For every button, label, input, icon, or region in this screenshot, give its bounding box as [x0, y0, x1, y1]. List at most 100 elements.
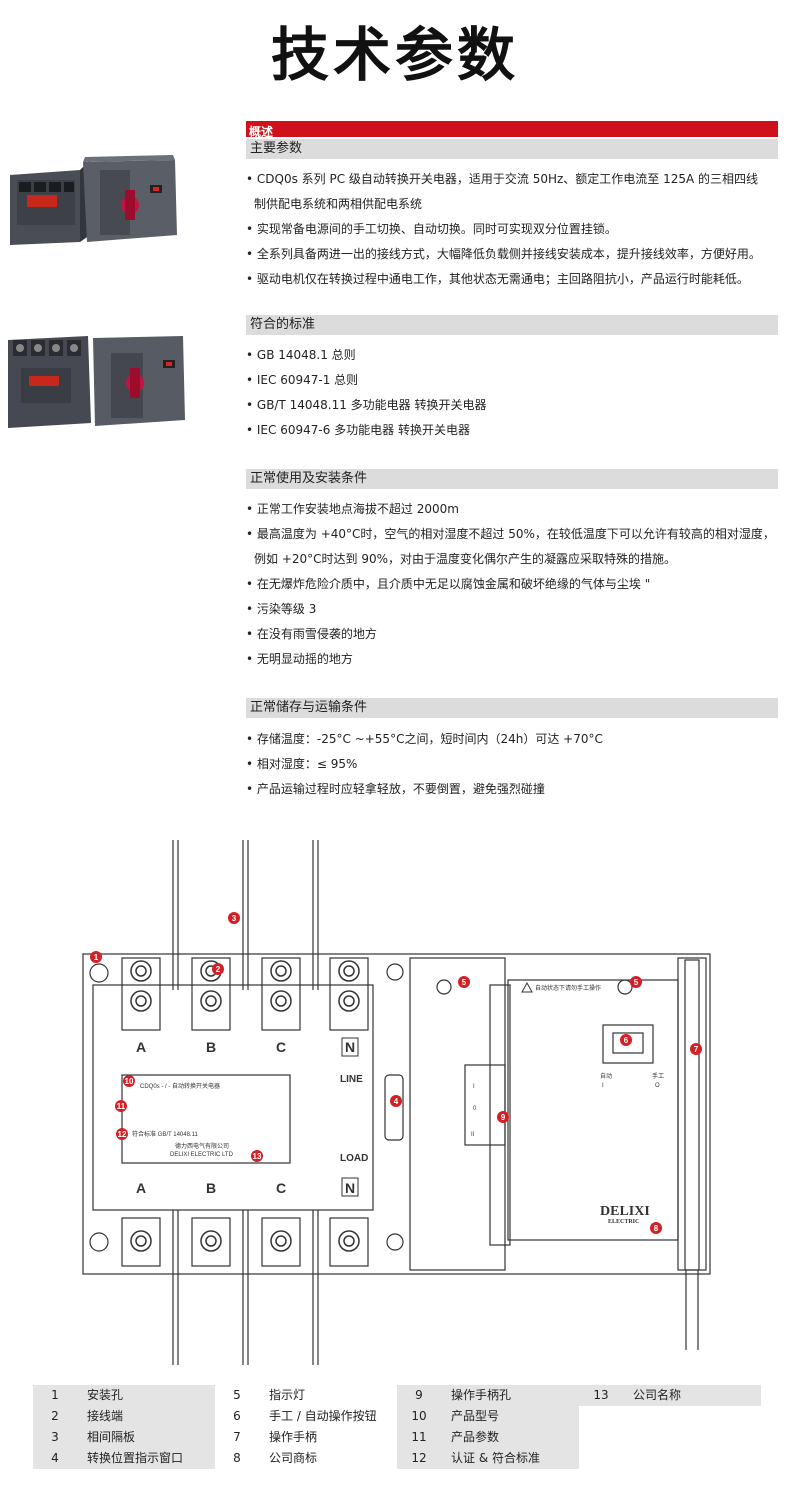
- list-item: • 相对湿度：≤ 95%: [246, 757, 358, 771]
- callout-6: 6: [624, 1036, 629, 1045]
- manual-label: 手工: [652, 1072, 664, 1080]
- list-item: 例如 +20°C时达到 90%，对由于温度变化偶尔产生的凝露应采取特殊的措施。: [254, 552, 677, 566]
- callout-8: 8: [654, 1224, 659, 1233]
- list-item: • 正常工作安装地点海拔不超过 2000m: [246, 502, 459, 516]
- legend-text: 接线端: [87, 1409, 124, 1423]
- legend-num: 2: [51, 1409, 59, 1423]
- phase-top-a: A: [136, 1039, 146, 1055]
- list-item: • 无明显动摇的地方: [246, 652, 353, 666]
- legend-num: 10: [411, 1409, 427, 1423]
- list-item: • IEC 60947-1 总则: [246, 373, 359, 387]
- legend-num: 4: [51, 1451, 59, 1465]
- phase-bottom-n: N: [345, 1180, 355, 1196]
- phase-bottom-a: A: [136, 1180, 146, 1196]
- callout-12: 12: [118, 1130, 127, 1139]
- section-usage-list: • 正常工作安装地点海拔不超过 2000m • 最高温度为 +40°C时，空气的…: [246, 497, 786, 672]
- legend-num: 12: [411, 1451, 427, 1465]
- legend-text: 认证 & 符合标准: [451, 1451, 540, 1465]
- callout-1: 1: [94, 953, 99, 962]
- manual-symbol: O: [655, 1083, 660, 1089]
- legend-text: 公司商标: [269, 1451, 318, 1465]
- product-photo-bottom: [8, 336, 185, 428]
- legend-num: 9: [415, 1388, 423, 1402]
- callout-3: 3: [232, 914, 237, 923]
- legend-row: 1 安装孔 5 指示灯 9 操作手柄孔 13 公司名称: [33, 1385, 761, 1406]
- section-heading-standards: 符合的标准: [246, 315, 778, 335]
- auto-symbol: I: [602, 1083, 604, 1089]
- auto-label: 自动: [600, 1072, 612, 1080]
- nameplate-standard: 符合标准 GB/T 14048.11: [132, 1130, 198, 1138]
- callout-5b: 5: [634, 978, 639, 987]
- list-item: • 在没有雨雪侵袭的地方: [246, 627, 377, 641]
- legend-text: 手工 / 自动操作按钮: [269, 1409, 377, 1423]
- section-standards-list: • GB 14048.1 总则 • IEC 60947-1 总则 • GB/T …: [246, 343, 786, 443]
- phase-top-b: B: [206, 1039, 216, 1055]
- legend-num: 3: [51, 1430, 59, 1444]
- overview-bar: 概述: [246, 121, 778, 139]
- legend-text: 指示灯: [269, 1388, 306, 1402]
- handle-mark-2: II: [471, 1132, 475, 1138]
- list-item: • CDQ0s 系列 PC 级自动转换开关电器，适用于交流 50Hz、额定工作电…: [246, 172, 759, 186]
- callout-10: 10: [125, 1077, 134, 1086]
- legend-text: 操作手柄: [269, 1430, 318, 1444]
- list-item: • IEC 60947-6 多功能电器 转换开关电器: [246, 423, 470, 437]
- section-heading-storage-conditions: 正常储存与运输条件: [246, 698, 778, 718]
- legend-num: 11: [411, 1430, 427, 1444]
- list-item: • 最高温度为 +40°C时，空气的相对湿度不超过 50%，在较低温度下可以允许…: [246, 527, 775, 541]
- phase-top-n: N: [345, 1039, 355, 1055]
- phase-top-c: C: [276, 1039, 286, 1055]
- callout-5a: 5: [462, 978, 467, 987]
- callout-2: 2: [216, 965, 221, 974]
- list-item: • 污染等级 3: [246, 602, 317, 616]
- product-photo-top: [10, 155, 177, 245]
- legend-text: 操作手柄孔: [451, 1388, 512, 1402]
- legend-row: 2 接线端 6 手工 / 自动操作按钮 10 产品型号: [33, 1406, 761, 1427]
- parts-legend: 1 安装孔 5 指示灯 9 操作手柄孔 13 公司名称 2 接线端 6 手工 /…: [33, 1385, 761, 1469]
- brand-logo: DELIXI: [600, 1204, 650, 1219]
- callout-4: 4: [394, 1097, 399, 1106]
- callout-13: 13: [253, 1152, 262, 1161]
- legend-text: 产品参数: [451, 1430, 500, 1444]
- nameplate-company-cn: 德力西电气有限公司: [175, 1142, 229, 1150]
- overview-label: 概述: [249, 125, 274, 139]
- section-main-params-list: • CDQ0s 系列 PC 级自动转换开关电器，适用于交流 50Hz、额定工作电…: [246, 167, 786, 292]
- list-item: • 驱动电机仅在转换过程中通电工作，其他状态无需通电；主回路阻抗小，产品运行时能…: [246, 272, 749, 286]
- legend-text: 产品型号: [451, 1409, 500, 1423]
- legend-num: 13: [593, 1388, 609, 1402]
- legend-text: 公司名称: [633, 1388, 682, 1402]
- legend-text: 安装孔: [87, 1388, 124, 1402]
- line-label: LINE: [340, 1074, 363, 1085]
- warning-icon: [521, 981, 533, 993]
- brand-sub: ELECTRIC: [608, 1219, 639, 1225]
- legend-text: 转换位置指示窗口: [87, 1451, 184, 1465]
- list-item: • GB/T 14048.11 多功能电器 转换开关电器: [246, 398, 487, 412]
- page-title: 技术参数: [270, 21, 519, 89]
- legend-num: 8: [233, 1451, 241, 1465]
- nameplate-title: CDQ0s - / - 自动转换开关电器: [140, 1082, 220, 1090]
- list-item: • 产品运输过程时应轻拿轻放，不要倒置，避免强烈碰撞: [246, 782, 545, 796]
- list-item: • GB 14048.1 总则: [246, 348, 356, 362]
- load-label: LOAD: [340, 1153, 368, 1164]
- legend-num: 6: [233, 1409, 241, 1423]
- warning-text: 自动状态下请勿手工操作: [535, 984, 601, 992]
- legend-row: 4 转换位置指示窗口 8 公司商标 12 认证 & 符合标准: [33, 1448, 761, 1469]
- phase-bottom-b: B: [206, 1180, 216, 1196]
- section-heading-usage-conditions: 正常使用及安装条件: [246, 469, 778, 489]
- list-item: 制供配电系统和两相供配电系统: [254, 197, 423, 211]
- legend-num: 7: [233, 1430, 241, 1444]
- phase-bottom-c: C: [276, 1180, 286, 1196]
- callout-7: 7: [694, 1045, 699, 1054]
- list-item: • 存储温度：-25°C ~+55°C之间，短时间内（24h）可达 +70°C: [246, 732, 603, 746]
- callout-9: 9: [501, 1113, 506, 1122]
- handle-mark-0: 0: [473, 1106, 477, 1112]
- list-item: • 全系列具备两进一出的接线方式，大幅降低负载侧并接线安装成本，提升接线效率，方…: [246, 247, 761, 261]
- section-storage-list: • 存储温度：-25°C ~+55°C之间，短时间内（24h）可达 +70°C …: [246, 727, 786, 802]
- section-heading-main-params: 主要参数: [246, 139, 778, 159]
- callout-11: 11: [117, 1102, 126, 1111]
- legend-text: 相间隔板: [87, 1430, 136, 1444]
- legend-num: 1: [51, 1388, 59, 1402]
- switch-diagram: A B C N A B C N LINE LOAD CDQ0s - / - 自动…: [82, 840, 711, 1365]
- legend-num: 5: [233, 1388, 241, 1402]
- list-item: • 实现常备电源间的手工切换、自动切换。同时可实现双分位置挂锁。: [246, 222, 617, 236]
- legend-row: 3 相间隔板 7 操作手柄 11 产品参数: [33, 1427, 761, 1448]
